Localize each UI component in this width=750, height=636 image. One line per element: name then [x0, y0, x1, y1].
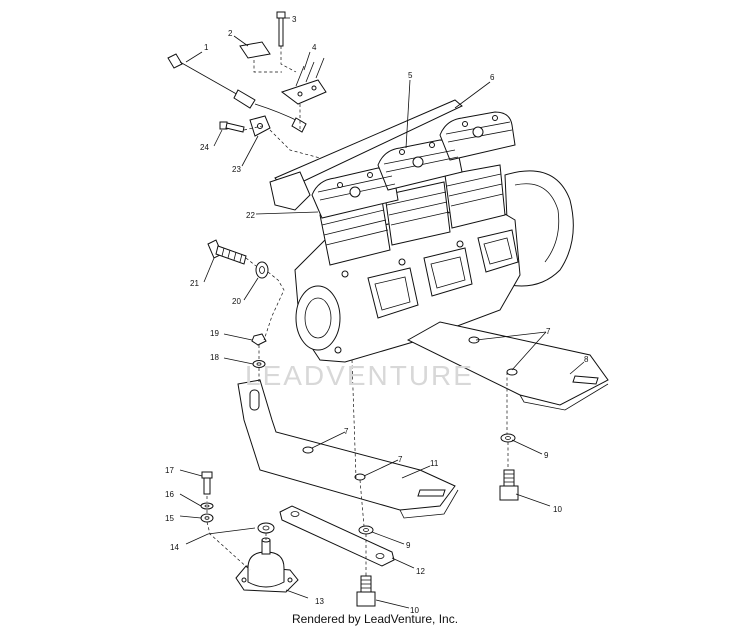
motor-mount-13	[235, 537, 299, 593]
clip-14	[257, 522, 275, 534]
decal-2	[239, 41, 271, 59]
callout-7-left: 7	[344, 427, 349, 436]
bolt-3	[276, 11, 286, 47]
callout-2: 2	[228, 29, 233, 38]
bolt-10-right	[499, 469, 519, 501]
callout-22: 22	[246, 211, 255, 220]
callout-16: 16	[165, 490, 174, 499]
washer-20	[255, 261, 269, 279]
callout-20: 20	[232, 297, 241, 306]
callout-8: 8	[584, 355, 589, 364]
plate-12	[279, 505, 395, 567]
callout-5: 5	[408, 71, 413, 80]
callout-15: 15	[165, 514, 174, 523]
bolt-10-bottom	[356, 575, 376, 607]
callout-9-center: 9	[406, 541, 411, 550]
bolt-21	[207, 239, 247, 265]
footer-credit: Rendered by LeadVenture, Inc.	[291, 612, 459, 626]
callout-9-right: 9	[544, 451, 549, 460]
engine-assembly	[269, 99, 574, 363]
washer-18	[252, 360, 266, 368]
callout-4: 4	[312, 43, 317, 52]
callout-10-bottom: 10	[410, 606, 419, 615]
washer-16	[200, 502, 214, 510]
washer-9-center	[358, 525, 374, 535]
watermark: LEADVENTURE	[245, 360, 474, 391]
callout-labels: 1 2 3 4 5 6 7 7 7 7 8 9 9 10 10 11 12 13…	[165, 15, 589, 615]
callout-3: 3	[292, 15, 297, 24]
callout-21: 21	[190, 279, 199, 288]
sensor-23	[249, 115, 271, 137]
leader-lines	[179, 17, 585, 609]
callout-12: 12	[416, 567, 425, 576]
cable-1	[167, 53, 307, 133]
bolt-17	[201, 471, 213, 495]
nut-19	[251, 333, 267, 346]
callout-7-center: 7	[398, 455, 403, 464]
callout-24: 24	[200, 143, 209, 152]
washer-15	[200, 513, 214, 523]
callout-6: 6	[490, 73, 495, 82]
callout-10-right: 10	[553, 505, 562, 514]
callout-13: 13	[315, 597, 324, 606]
callout-17: 17	[165, 466, 174, 475]
callout-7-right: 7	[546, 327, 551, 336]
callout-18: 18	[210, 353, 219, 362]
mount-plate-11	[237, 379, 459, 519]
mount-plate-8	[406, 321, 609, 411]
callout-14: 14	[170, 543, 179, 552]
callout-23: 23	[232, 165, 241, 174]
bolt-24	[219, 121, 245, 133]
callout-19: 19	[210, 329, 219, 338]
callout-1: 1	[204, 43, 209, 52]
cover-plate-4	[280, 57, 327, 105]
callout-11: 11	[430, 459, 439, 468]
